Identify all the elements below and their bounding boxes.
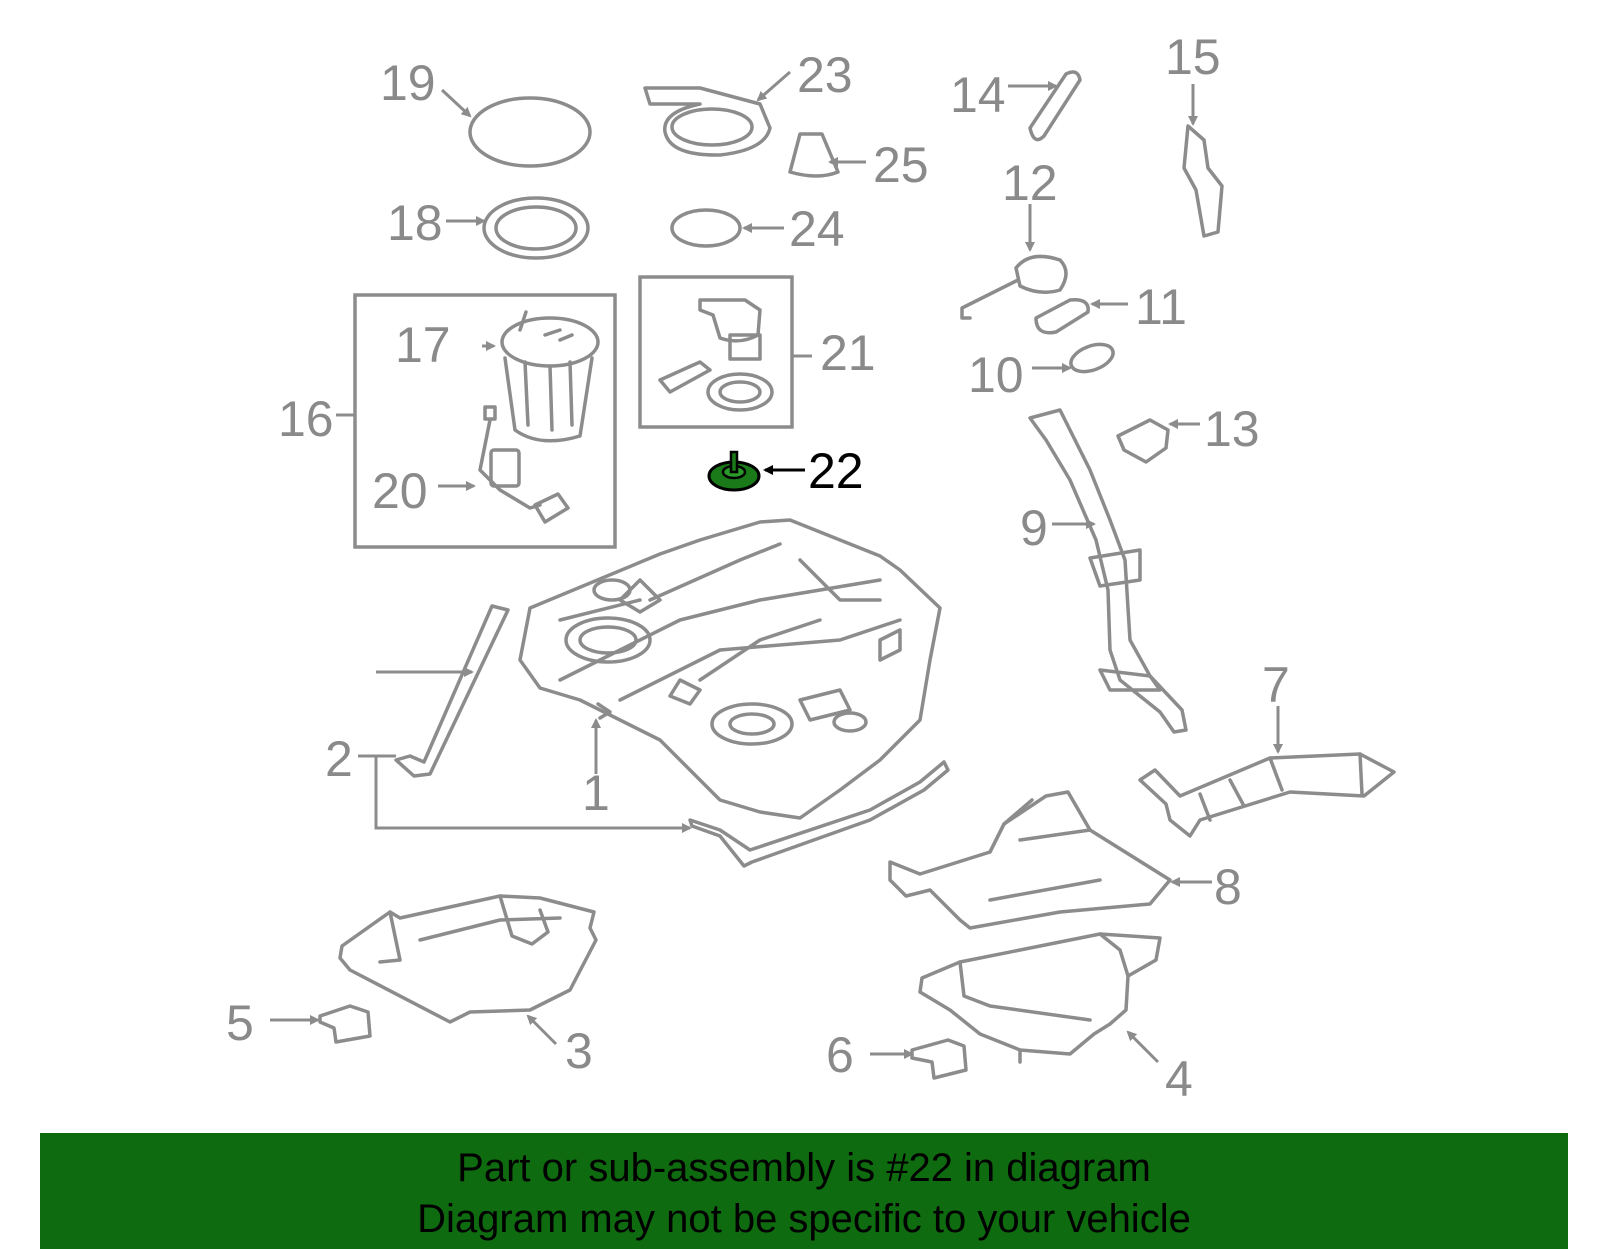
callout-25: 25 [873, 137, 929, 193]
part-6-bracket: 6 [826, 1027, 968, 1083]
callout-21: 21 [820, 325, 876, 381]
part-15-bracket: 15 [1165, 29, 1224, 238]
callout-22: 22 [808, 443, 864, 499]
callout-9: 9 [1020, 500, 1048, 556]
callout-12: 12 [1002, 155, 1058, 211]
part-10-washer: 10 [968, 342, 1115, 403]
part-24-o-ring: 24 [670, 201, 845, 257]
callout-15: 15 [1165, 29, 1221, 85]
part-11-gasket: 11 [1034, 279, 1187, 335]
part-22-highlighted[interactable]: 22 [707, 443, 864, 499]
callout-11: 11 [1135, 279, 1187, 335]
part-4-under-cover: 4 [918, 932, 1193, 1107]
part-17-pump: 17 [395, 310, 600, 443]
part-14-hose: 14 [950, 67, 1082, 142]
callout-4: 4 [1165, 1051, 1193, 1107]
callout-6: 6 [826, 1027, 854, 1083]
banner-line-1: Part or sub-assembly is #22 in diagram [457, 1146, 1151, 1190]
part-13-clip: 13 [1116, 401, 1260, 464]
callout-16: 16 [278, 391, 334, 447]
part-19-o-ring: 19 [380, 55, 592, 168]
callout-10: 10 [968, 347, 1024, 403]
callout-18: 18 [387, 195, 443, 251]
banner-line-2: Diagram may not be specific to your vehi… [417, 1197, 1191, 1241]
part-7-heat-shield: 7 [1138, 657, 1396, 838]
callout-19: 19 [380, 55, 436, 111]
part-18-lock-ring: 18 [387, 195, 590, 260]
callout-23: 23 [797, 47, 853, 103]
callout-20: 20 [372, 463, 428, 519]
callout-24: 24 [789, 201, 845, 257]
part-9-filler-pipe: 9 [1020, 408, 1188, 734]
part-5-bracket: 5 [226, 995, 372, 1051]
part-2-straps: 2 [325, 604, 950, 868]
info-banner: Part or sub-assembly is #22 in diagram D… [40, 1133, 1568, 1249]
part-3-under-cover: 3 [338, 894, 598, 1079]
callout-1: 1 [582, 765, 610, 821]
callout-3: 3 [565, 1023, 593, 1079]
callout-7: 7 [1262, 657, 1290, 713]
part-21-filter-kit: 21 [638, 275, 876, 429]
part-25-cap: 25 [788, 132, 929, 193]
part-1-fuel-tank: 1 [518, 518, 942, 821]
part-12-filler-cap: 12 [960, 155, 1068, 320]
part-16-fuel-pump-assembly: 16 17 20 [278, 293, 617, 549]
callout-5: 5 [226, 995, 254, 1051]
callout-8: 8 [1214, 859, 1242, 915]
callout-2: 2 [325, 731, 353, 787]
callout-13: 13 [1204, 401, 1260, 457]
part-8-shield: 8 [888, 790, 1242, 930]
callout-17: 17 [395, 317, 451, 373]
part-20-level-sender: 20 [372, 405, 570, 524]
part-23-retainer: 23 [643, 47, 853, 157]
callout-14: 14 [950, 67, 1006, 123]
